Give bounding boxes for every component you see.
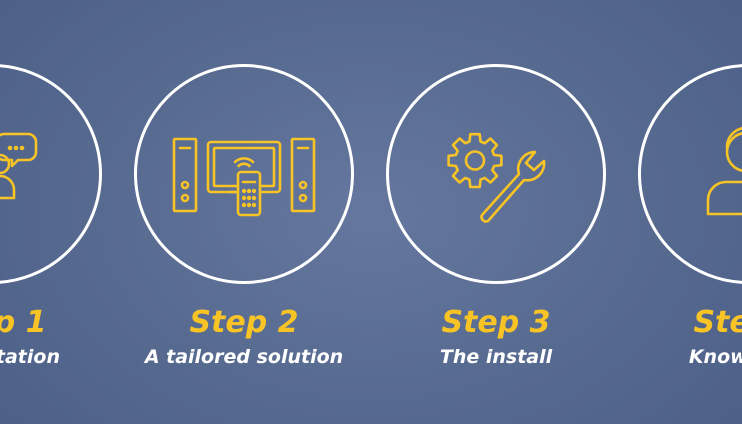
step-1-title: Step 1 [0,305,47,340]
step-1: Step 1 Consultation [0,64,102,384]
step-2: Step 2 A tailored solution [134,64,354,384]
step-4-subtitle: Knowledge [688,346,742,368]
step-4: Step 4 Knowledge [638,64,742,384]
person-icon [706,127,742,216]
step-3-title: Step 3 [441,305,551,340]
step-1-subtitle: Consultation [0,346,60,368]
step-3-subtitle: The install [439,346,553,368]
step-2-title: Step 2 [189,305,299,340]
step-4-title: Step 4 [693,305,742,340]
step-2-subtitle: A tailored solution [144,346,344,368]
gear-wrench-icon [447,132,546,223]
consultation-chat-icon [0,132,38,200]
step-3: Step 3 The install [386,64,606,384]
step-3-ring [386,64,606,284]
home-theater-icon [172,137,316,217]
step-2-ring [134,64,354,284]
